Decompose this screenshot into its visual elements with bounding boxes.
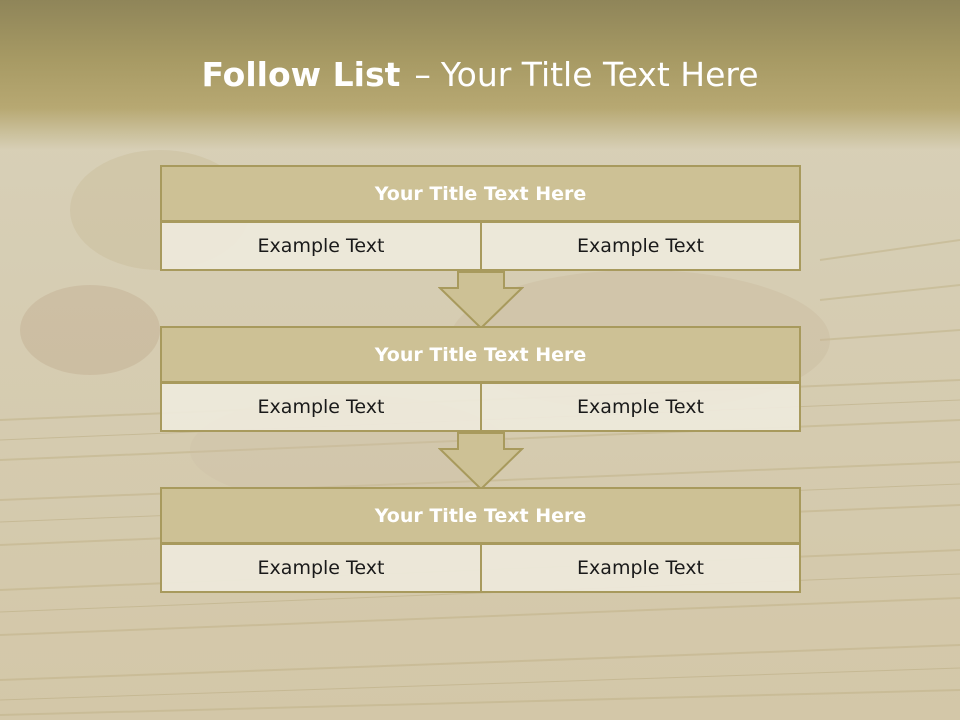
block-cell-left: Example Text xyxy=(160,544,482,593)
block-cell-left: Example Text xyxy=(160,383,482,432)
slide-title: Follow List–Your Title Text Here xyxy=(0,55,960,94)
title-rest: Your Title Text Here xyxy=(440,55,759,94)
block-cell-left: Example Text xyxy=(160,222,482,271)
header-band xyxy=(0,0,960,150)
block-cell-right: Example Text xyxy=(480,544,801,593)
down-arrow-icon xyxy=(438,271,524,329)
down-arrow-icon xyxy=(438,432,524,490)
block-title: Your Title Text Here xyxy=(160,487,801,544)
block-title: Your Title Text Here xyxy=(160,326,801,383)
title-separator: – xyxy=(414,55,431,94)
block-cell-right: Example Text xyxy=(480,222,801,271)
block-title: Your Title Text Here xyxy=(160,165,801,222)
block-cell-right: Example Text xyxy=(480,383,801,432)
title-bold-part: Follow List xyxy=(201,55,401,94)
